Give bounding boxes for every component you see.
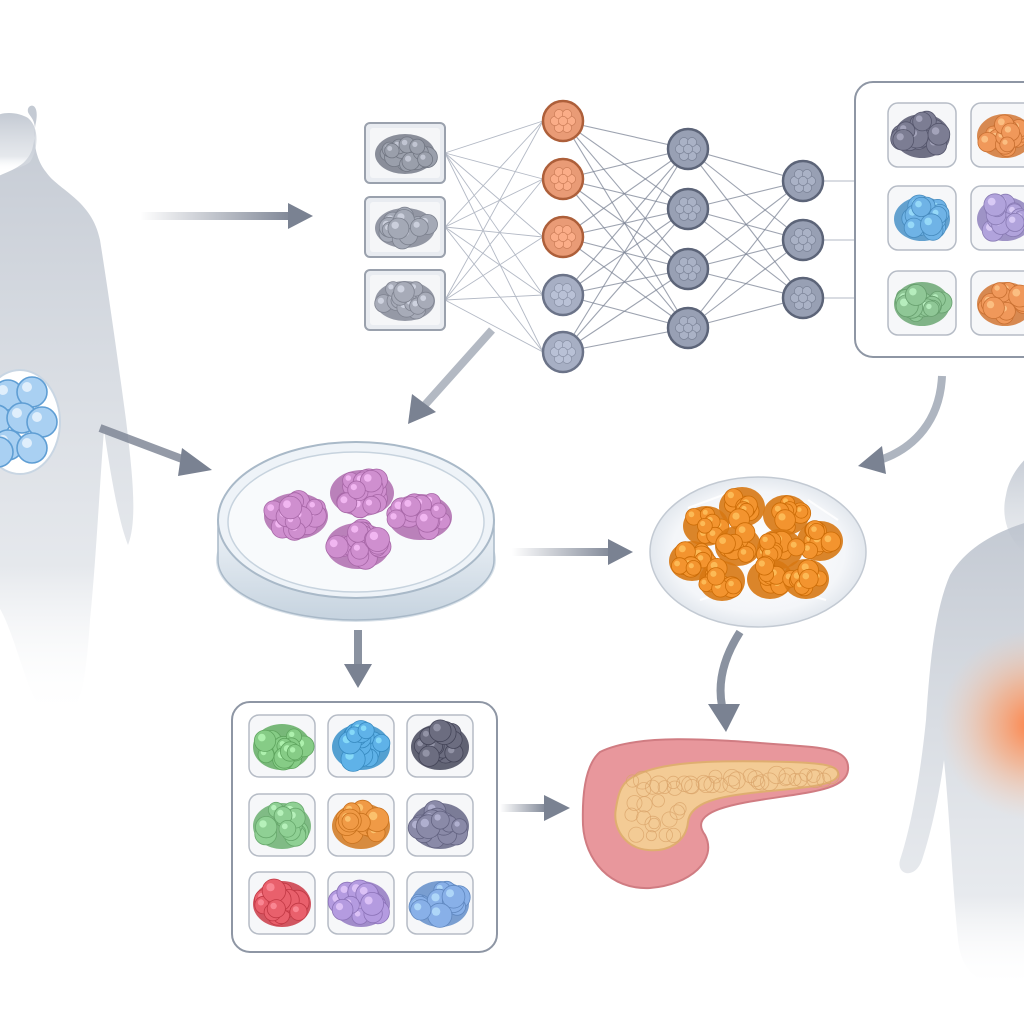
network-node [541, 273, 585, 317]
organoid-cluster-icon [253, 724, 315, 771]
organoid-tile [406, 871, 474, 935]
pancreas-organ [581, 738, 850, 890]
patient-silhouette-left [0, 105, 134, 720]
dish-organoid [325, 518, 392, 570]
organoid-tile [327, 871, 395, 935]
network-node [666, 247, 710, 291]
organoid-cluster-icon [977, 282, 1024, 326]
input-sample-tiles [364, 122, 446, 331]
input-sample-tile [364, 196, 446, 258]
organoid-tile [406, 793, 474, 857]
organoid-cluster-icon [253, 801, 311, 849]
input-sample-tile [364, 122, 446, 184]
arrow-patient-to-network [140, 203, 313, 229]
arrow-plate-to-pancreas [708, 629, 744, 732]
organoid-cluster-icon [977, 193, 1024, 242]
expanded-organoid [715, 522, 761, 566]
organoid-cluster-icon [411, 719, 469, 770]
arrow-network-to-dish [408, 327, 495, 424]
organoid-tile [327, 714, 395, 778]
organoid-cluster-icon [894, 194, 950, 241]
organoid-library-panel [231, 701, 498, 953]
inflammation-glow [939, 630, 1024, 820]
dish-organoid [386, 493, 452, 540]
tissue-sample-icon [375, 134, 438, 174]
arrow-dish-to-library [344, 630, 372, 688]
network-node [666, 187, 710, 231]
petri-dish [216, 441, 496, 622]
input-sample-tile [364, 269, 446, 331]
organoid-tile [970, 185, 1024, 251]
expanded-organoid-plate [649, 476, 867, 628]
organoid-tile [327, 793, 395, 857]
patient-silhouette-right [899, 460, 1024, 990]
expanded-organoid [698, 558, 745, 601]
arrow-library-to-pancreas [500, 795, 570, 821]
organoid-cluster-icon [253, 878, 311, 927]
network-node [541, 215, 585, 259]
organoid-cluster-icon [890, 110, 951, 158]
expanded-organoid [763, 495, 812, 535]
patient-cell [0, 436, 14, 468]
organoid-tile [248, 871, 316, 935]
organoid-tile [970, 270, 1024, 336]
tissue-sample-icon [375, 206, 438, 250]
organoid-tile [887, 270, 957, 336]
network-node [666, 306, 710, 350]
network-node [781, 276, 825, 320]
network-node [781, 218, 825, 262]
arrow-dish-to-plate [512, 539, 633, 565]
tissue-sample-icon [374, 281, 435, 321]
dish-organoid [330, 468, 394, 519]
organoid-tile [887, 185, 957, 251]
expanded-organoid [782, 559, 829, 599]
neural-network-nodes [541, 99, 825, 374]
arrow-panel-to-plate [858, 375, 946, 474]
organoid-cluster-icon [408, 880, 471, 928]
organoid-tile [970, 102, 1024, 168]
network-node [781, 159, 825, 203]
organoid-tile [406, 714, 474, 778]
expanded-organoid [797, 520, 843, 561]
organoid-cluster-icon [977, 114, 1024, 158]
organoid-tile [248, 793, 316, 857]
organoid-tile [248, 714, 316, 778]
organoid-tile [887, 102, 957, 168]
network-node [541, 99, 585, 143]
expanded-organoid [719, 487, 765, 531]
organoid-cluster-icon [894, 282, 953, 326]
workflow-arrows [98, 203, 946, 821]
expanded-organoid [669, 541, 717, 581]
patient-cell [16, 432, 48, 464]
organoid-cluster-icon [407, 800, 469, 849]
network-node [541, 157, 585, 201]
network-node [666, 127, 710, 171]
network-node [541, 330, 585, 374]
organoid-cluster-icon [332, 799, 390, 849]
organoid-cluster-icon [332, 720, 391, 772]
patient-cell-cluster [0, 369, 61, 475]
arrow-cells-to-dish [98, 424, 212, 476]
dish-organoid [263, 490, 328, 541]
expanded-organoid [747, 555, 793, 599]
organoid-cluster-icon [327, 879, 390, 927]
predicted-organoid-panel [854, 81, 1024, 358]
